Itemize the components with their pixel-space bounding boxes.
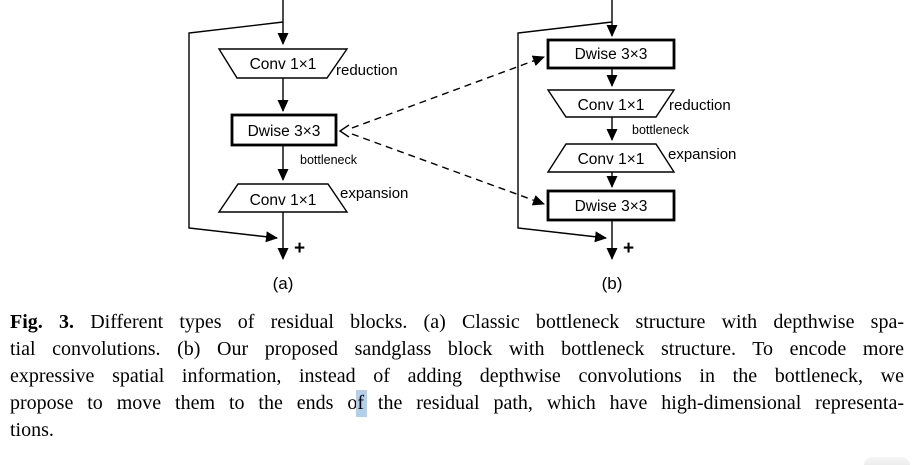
dwise-top-node-b	[546, 38, 676, 70]
caption-line-1: Fig. 3. Different types of residual bloc…	[10, 309, 904, 336]
figure-diagram: Conv 1×1 reduction Dwise 3×3 bottleneck …	[188, 0, 736, 293]
dashed-arrow-lower	[351, 133, 545, 206]
figure-caption: Fig. 3. Different types of residual bloc…	[10, 309, 904, 444]
bottleneck-label-a: bottleneck	[300, 153, 358, 167]
caption-text-4-post: the residual path, which have high-dimen…	[364, 392, 904, 414]
expansion-side-label-b: expansion	[668, 146, 736, 163]
skip-connection-a	[188, 21, 284, 243]
figure-number-label: Fig. 3.	[10, 311, 74, 333]
correspondence-arrows	[338, 55, 545, 206]
conv-expansion-node-a	[217, 183, 349, 213]
block-diagram-a: Conv 1×1 reduction Dwise 3×3 bottleneck …	[188, 0, 408, 293]
dwise-node-a	[230, 113, 338, 147]
dashed-arrow-upper	[351, 55, 545, 129]
conv-expansion-node-b	[546, 143, 676, 173]
dwise-label-a: Dwise 3×3	[248, 123, 321, 140]
conv-reduction-node-b	[546, 89, 676, 118]
dwise-top-label-b: Dwise 3×3	[575, 46, 648, 63]
bottom-right-artifact	[864, 457, 910, 465]
subfigure-label-a: (a)	[273, 274, 294, 293]
caption-text-5: tions.	[10, 419, 54, 441]
caption-text-4-pre: propose to move them to the ends o	[10, 392, 358, 414]
conv-reduction-label-b: Conv 1×1	[578, 97, 645, 114]
caption-text-2: tial convolutions. (b) Our proposed sand…	[10, 338, 904, 360]
expansion-side-label-a: expansion	[340, 185, 408, 202]
subfigure-label-b: (b)	[602, 274, 623, 293]
caption-text-3: expressive spatial information, instead …	[10, 365, 904, 387]
conv-expansion-label-a: Conv 1×1	[250, 192, 317, 209]
bottleneck-label-b: bottleneck	[632, 123, 690, 137]
dwise-bottom-label-b: Dwise 3×3	[575, 198, 648, 215]
caption-line-2: tial convolutions. (b) Our proposed sand…	[10, 336, 904, 363]
caption-line-4: propose to move them to the ends of the …	[10, 390, 904, 417]
conv-reduction-label-a: Conv 1×1	[250, 56, 317, 73]
plus-sign-a: +	[294, 238, 305, 259]
text-selection-highlight: f	[356, 390, 367, 417]
block-diagram-b: Dwise 3×3 Conv 1×1 reduction bottleneck …	[517, 0, 736, 293]
dwise-bottom-node-b	[546, 189, 676, 222]
reduction-side-label-a: reduction	[336, 62, 398, 79]
caption-text-1: Different types of residual blocks. (a) …	[73, 311, 904, 333]
plus-sign-b: +	[623, 238, 634, 259]
conv-expansion-label-b: Conv 1×1	[578, 151, 645, 168]
caption-line-3: expressive spatial information, instead …	[10, 363, 904, 390]
conv-reduction-node-a	[217, 48, 349, 79]
open-arrowhead-icon	[338, 124, 350, 138]
caption-line-5: tions.	[10, 417, 904, 444]
reduction-side-label-b: reduction	[669, 97, 731, 114]
skip-connection-b	[517, 21, 613, 243]
